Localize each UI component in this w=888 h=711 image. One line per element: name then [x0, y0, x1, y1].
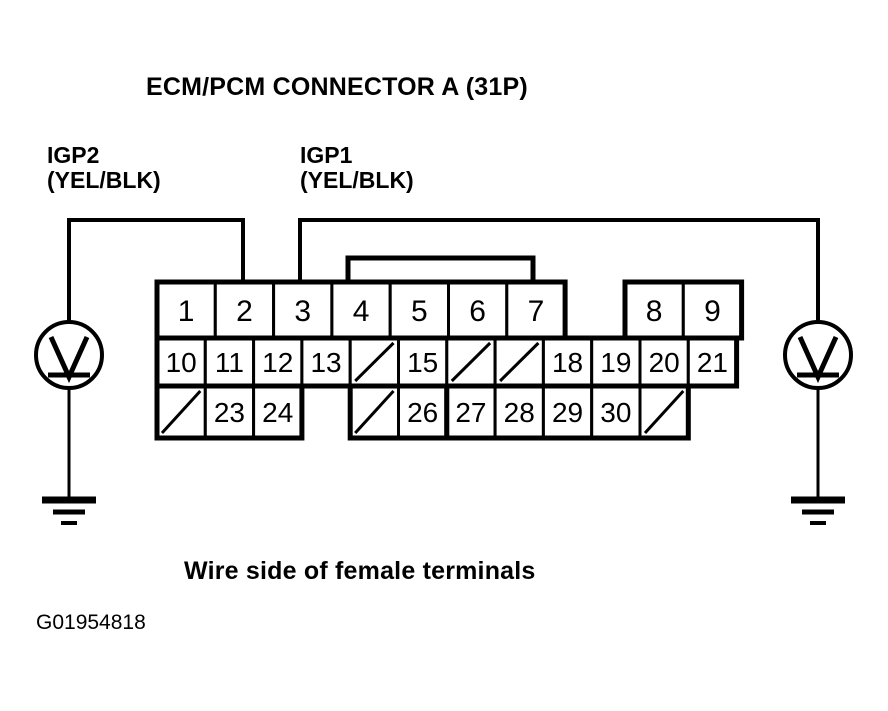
svg-text:13: 13 [310, 347, 341, 378]
svg-text:2: 2 [236, 295, 253, 328]
igp1-wire-color: (YEL/BLK) [300, 166, 414, 193]
svg-text:6: 6 [469, 295, 486, 328]
pin-cell-21: 21 [686, 336, 739, 388]
pin-cell-29: 29 [541, 384, 594, 440]
left-voltmeter [34, 320, 104, 390]
pin-cell-4: 4 [330, 280, 392, 340]
pin-cell-9: 9 [681, 280, 744, 340]
pin-cell-26: 26 [397, 384, 449, 440]
igp1-wire [298, 218, 820, 322]
pin-row-bottom-group-3-outline [444, 383, 691, 441]
pin-cell-11: 11 [203, 336, 256, 388]
pin-cell-19: 19 [590, 336, 642, 388]
pin-cell-30: 30 [590, 384, 642, 440]
svg-text:3: 3 [294, 295, 311, 328]
svg-text:29: 29 [552, 397, 583, 428]
pin-row-bottom-group-3: 27 28 29 30 [444, 383, 691, 441]
pin-cell-20: 20 [638, 336, 690, 388]
igp1-name: IGP1 [300, 142, 353, 168]
svg-text:1: 1 [178, 295, 195, 328]
pin-row-middle: 10 11 12 13 15 18 19 20 21 [154, 335, 740, 389]
wiring-harness [67, 218, 820, 498]
igp2-wire-color: (YEL/BLK) [47, 166, 161, 193]
diagram-caption: Wire side of female terminals [184, 557, 536, 585]
pin-cell-18: 18 [541, 336, 594, 388]
pin-cell-12: 12 [252, 336, 304, 388]
pin-cell-27: 27 [445, 384, 497, 440]
pin-cell-1: 1 [155, 280, 217, 340]
right-ground-symbol [791, 496, 845, 525]
igp2-name: IGP2 [47, 142, 100, 168]
pin-cell-blank [445, 336, 497, 388]
pin-cell-blank [348, 384, 401, 440]
pin-cell-blank [493, 336, 545, 388]
pin-row-top-group-1: 1 2 3 4 5 6 7 [154, 279, 568, 341]
pin-cell-24: 24 [252, 384, 304, 440]
pin-cell-15: 15 [397, 336, 449, 388]
pin-cell-6: 6 [447, 280, 509, 340]
svg-text:23: 23 [214, 397, 245, 428]
pin-cell-8: 8 [623, 280, 685, 340]
svg-text:11: 11 [215, 347, 244, 378]
part-number: G01954818 [36, 611, 146, 634]
pin-cell-13: 13 [300, 336, 352, 388]
svg-text:5: 5 [411, 295, 428, 328]
svg-text:21: 21 [697, 347, 728, 378]
svg-text:15: 15 [407, 347, 438, 378]
pin-row-bottom-group-1: 23 24 [154, 383, 305, 441]
svg-text:7: 7 [528, 295, 545, 328]
page-title: ECM/PCM CONNECTOR A (31P) [146, 73, 528, 101]
svg-text:12: 12 [262, 347, 293, 378]
pin-cell-2: 2 [213, 280, 276, 340]
svg-text:4: 4 [353, 295, 370, 328]
svg-text:20: 20 [649, 347, 680, 378]
pin-cell-blank [638, 384, 690, 440]
igp2-wire [67, 218, 245, 322]
igp1-probe-label: IGP1 (YEL/BLK) [300, 143, 414, 193]
pin-cell-7: 7 [505, 280, 567, 340]
svg-text:26: 26 [407, 397, 438, 428]
pin-row-bottom-group-1-outline [154, 383, 305, 441]
pin-cell-5: 5 [388, 280, 451, 340]
left-ground-symbol [42, 496, 96, 525]
svg-text:8: 8 [646, 295, 663, 328]
svg-text:28: 28 [504, 397, 535, 428]
pin-cell-blank [155, 384, 207, 440]
svg-text:18: 18 [552, 347, 583, 378]
svg-text:19: 19 [600, 347, 631, 378]
svg-text:10: 10 [166, 347, 197, 378]
igp2-probe-label: IGP2 (YEL/BLK) [47, 143, 161, 193]
pin-cell-blank [348, 336, 401, 388]
svg-text:27: 27 [455, 397, 486, 428]
pin-cell-23: 23 [203, 384, 256, 440]
pin-row-bottom-group-2: 26 [347, 383, 450, 441]
pin-cell-3: 3 [272, 280, 334, 340]
pin-cell-28: 28 [493, 384, 545, 440]
svg-text:9: 9 [704, 295, 721, 328]
pin-cell-10: 10 [155, 336, 207, 388]
connector-latch-tab [345, 255, 536, 282]
svg-text:24: 24 [262, 397, 293, 428]
svg-text:30: 30 [600, 397, 631, 428]
right-voltmeter [783, 320, 853, 390]
